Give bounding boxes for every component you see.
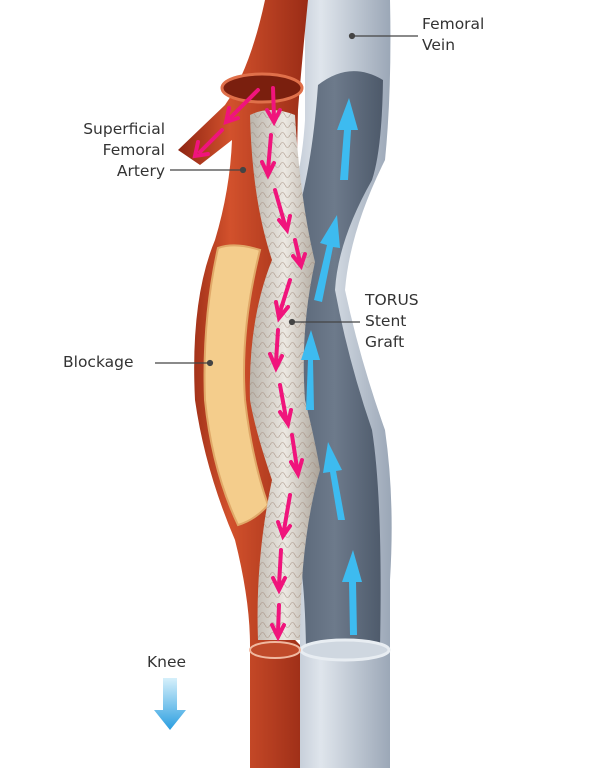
arrow-down-icon xyxy=(265,86,282,127)
label-line: TORUS xyxy=(365,291,419,309)
knee-direction-arrow-icon xyxy=(154,678,186,730)
label-superficial-femoral-artery: Superficial Femoral Artery xyxy=(40,119,165,182)
label-line: Artery xyxy=(116,162,165,180)
arrow-up-icon xyxy=(301,330,320,410)
label-femoral-vein: Femoral Vein xyxy=(422,14,484,56)
arrow-down-icon xyxy=(223,88,260,126)
torus-stent-graft xyxy=(249,110,320,640)
arrow-up-icon xyxy=(314,215,340,302)
arrow-down-icon xyxy=(192,128,224,159)
arrow-down-icon xyxy=(260,133,276,180)
label-line: Femoral xyxy=(102,141,165,159)
label-line: Graft xyxy=(365,333,405,351)
label-knee: Knee xyxy=(147,653,187,671)
leader-lines xyxy=(155,32,418,367)
arrow-down-icon xyxy=(273,188,292,235)
arrow-up-icon xyxy=(342,550,362,635)
arrow-down-icon xyxy=(274,278,292,323)
label-line: Femoral xyxy=(422,15,485,33)
label-torus-stent-graft: TORUS Stent Graft xyxy=(365,290,419,353)
label-line: Stent xyxy=(365,312,407,330)
arrow-down-icon xyxy=(278,383,293,430)
label-line: Superficial xyxy=(83,120,165,138)
arterial-flow-arrows xyxy=(192,86,307,642)
arrow-up-icon xyxy=(323,442,345,520)
arrow-up-icon xyxy=(337,98,358,180)
label-blockage: Blockage xyxy=(63,353,134,371)
arrow-down-icon xyxy=(270,603,286,642)
venous-flow-arrows xyxy=(301,98,362,635)
arrow-down-icon xyxy=(271,548,287,595)
arrow-down-icon xyxy=(276,493,292,541)
arrow-down-icon xyxy=(289,433,304,480)
arrow-down-icon xyxy=(268,328,284,373)
label-line: Vein xyxy=(422,36,456,54)
arrow-down-icon xyxy=(291,238,307,271)
